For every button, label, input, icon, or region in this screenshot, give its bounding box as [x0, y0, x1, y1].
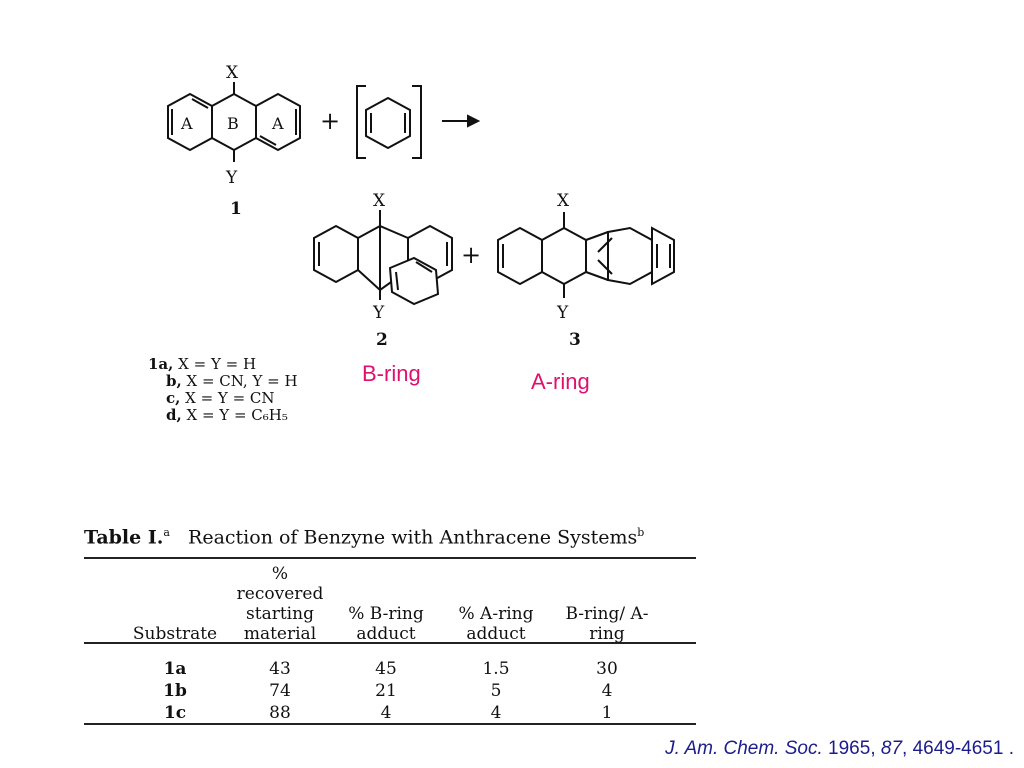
substituent-row: c, X = Y = CN: [166, 389, 275, 407]
ring-label-b: B: [227, 114, 239, 133]
compound-number: 1: [230, 199, 242, 219]
b-ring-adduct-structure: [313, 210, 453, 306]
reaction-arrow: [442, 114, 481, 128]
table-cell: 88: [269, 703, 291, 723]
table-cell: 5: [490, 681, 502, 701]
column-header: % A-ring adduct: [458, 604, 534, 644]
compound-number: 3: [569, 330, 581, 350]
table-cell: 4: [601, 681, 613, 701]
table-cell: 1: [601, 703, 613, 723]
a-ring-adduct-structure: [497, 212, 675, 298]
results-table: Substrate % recovered starting material …: [122, 564, 662, 724]
table-cell: 30: [596, 659, 618, 679]
table-cell: 1a: [163, 659, 187, 679]
column-header: % recovered starting material: [236, 564, 324, 644]
table-title: Table I.a Reaction of Benzyne with Anthr…: [84, 526, 645, 549]
column-header: Substrate: [132, 624, 218, 644]
anthracene-structure: [167, 82, 301, 162]
table-cell: 1b: [163, 681, 187, 701]
table-row: 1b 74 21 5 4: [122, 680, 662, 702]
table-cell: 74: [269, 681, 291, 701]
y-label: Y: [556, 303, 569, 323]
y-label: Y: [372, 303, 385, 323]
column-header: B-ring/ A-ring: [565, 604, 649, 644]
column-header: % B-ring adduct: [348, 604, 424, 644]
ring-label-a: A: [180, 114, 193, 133]
table-header-rule: [84, 642, 696, 644]
plus-sign: +: [461, 241, 481, 269]
table-top-rule: [84, 557, 696, 559]
table-bottom-rule: [84, 723, 696, 725]
table-cell: 4: [380, 703, 392, 723]
citation: J. Am. Chem. Soc. 1965, 87, 4649-4651 .: [665, 738, 1014, 759]
table-cell: 1c: [163, 703, 187, 723]
plus-sign: +: [320, 107, 340, 135]
reaction-scheme: X Y A B A 1 + X Y 2 + X Y 3: [167, 63, 675, 350]
compound-number: 2: [376, 330, 388, 350]
substituent-row: b, X = CN, Y = H: [166, 372, 298, 390]
x-label: X: [373, 191, 386, 211]
table-cell: 43: [269, 659, 291, 679]
y-label: Y: [225, 168, 238, 188]
table-cell: 21: [375, 681, 397, 701]
substituent-row: 1a, X = Y = H: [148, 355, 257, 373]
a-ring-label: A-ring: [531, 369, 590, 394]
substituent-list: 1a, X = Y = H b, X = CN, Y = H c, X = Y …: [148, 356, 298, 424]
table-row: 1c 88 4 4 1: [122, 702, 662, 724]
x-label: X: [557, 191, 570, 211]
table-cell: 1.5: [482, 659, 510, 679]
table-cell: 45: [375, 659, 397, 679]
ring-label-a: A: [271, 114, 284, 133]
substituent-row: d, X = Y = C₆H₅: [166, 406, 288, 424]
table-row: 1a 43 45 1.5 30: [122, 658, 662, 680]
x-label: X: [226, 63, 239, 83]
table-cell: 4: [490, 703, 502, 723]
b-ring-label: B-ring: [362, 361, 421, 386]
benzyne-structure: [356, 85, 422, 159]
